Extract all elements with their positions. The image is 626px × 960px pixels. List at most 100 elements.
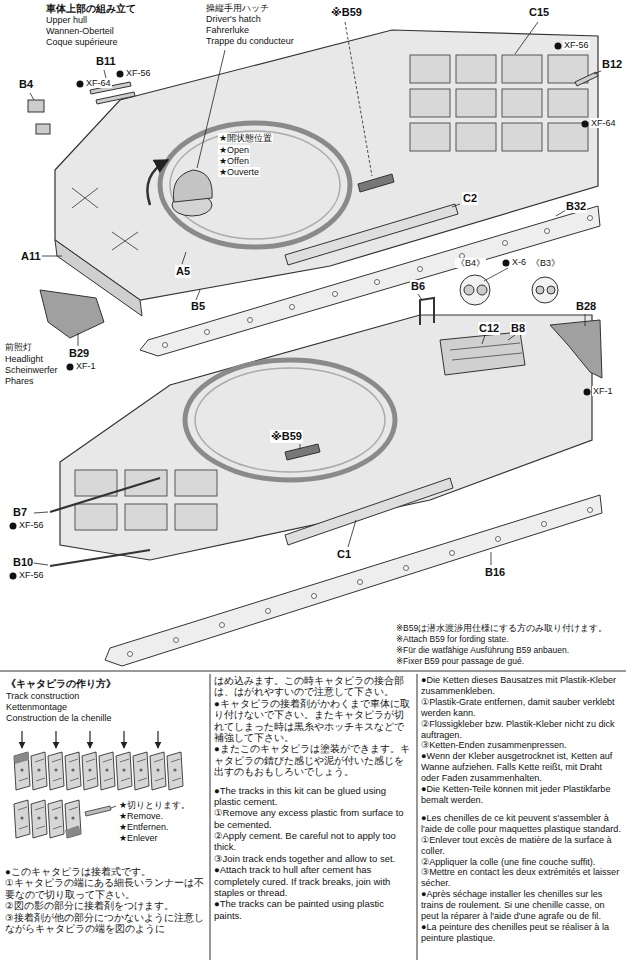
- gauge-detail: [460, 275, 490, 305]
- part-number: B28: [575, 300, 597, 313]
- gauge-detail: [464, 285, 474, 295]
- lower-hull: [175, 504, 217, 530]
- paint-dot: [77, 81, 84, 88]
- upper-hull: [160, 123, 350, 247]
- label-text: ※Attach B59 for fording state.: [395, 635, 510, 645]
- instruction-text: ●Les chenilles de ce kit peuvent s'assem…: [421, 813, 622, 835]
- upper-hull: [358, 174, 394, 192]
- label-text: Wannen-Oberteil: [45, 26, 115, 36]
- separator: [417, 674, 418, 960]
- upper-hull: [375, 280, 380, 285]
- upper-hull: [545, 229, 550, 234]
- lower-hull: [128, 508, 593, 657]
- lower-hull: [450, 551, 455, 556]
- track-illustration: [14, 752, 29, 764]
- lower-hull: [266, 609, 271, 614]
- track-illustration: [48, 752, 64, 790]
- headlight-guard: [550, 320, 602, 378]
- paint-dot: [555, 43, 562, 50]
- paint-code: XF-56: [125, 68, 152, 78]
- upper-hull: [456, 55, 496, 83]
- leader-line: [34, 563, 48, 565]
- upper-hull: [28, 100, 44, 112]
- track-illustration: [55, 731, 56, 748]
- lower-hull: [588, 508, 593, 513]
- paint-code: XF-64: [85, 78, 112, 88]
- lower-hull: [50, 478, 160, 512]
- leader-line: [78, 333, 79, 346]
- gauge-detail: [536, 286, 544, 294]
- paint-dot: [584, 389, 591, 396]
- upper-hull: [503, 241, 508, 246]
- instruction-text: ●Après séchage installer les chenilles s…: [421, 889, 622, 922]
- upper-hull: [170, 131, 340, 239]
- label-text: Coque supérieure: [45, 37, 119, 47]
- gauge-detail: [477, 285, 487, 295]
- track-illustration: [111, 806, 116, 808]
- label-text: ★Open: [218, 145, 250, 155]
- upper-hull: [163, 343, 168, 348]
- upper-hull: [96, 92, 135, 104]
- lower-hull: [75, 504, 117, 530]
- label-text: Track construction: [5, 691, 80, 701]
- upper-hull: [410, 55, 450, 83]
- lower-hull: [312, 594, 317, 599]
- instruction-text: ②Flüssigkleber bzw. Plastik-Kleber nicht…: [421, 719, 622, 741]
- separator: [0, 671, 626, 960]
- upper-hull: [147, 160, 168, 205]
- track-illustration: [48, 800, 64, 838]
- lower-hull: [185, 360, 395, 480]
- upper-hull: [502, 123, 542, 151]
- lower-hull: [75, 470, 217, 530]
- lower-hull: [285, 478, 453, 545]
- upper-hull: [410, 55, 588, 151]
- track-illustration: [21, 731, 22, 748]
- part-number: A5: [175, 265, 191, 278]
- part-number: B29: [68, 347, 90, 360]
- upper-hull: [112, 232, 138, 250]
- lower-hull: [358, 580, 363, 585]
- upper-hull: [418, 267, 423, 272]
- lower-hull: [174, 638, 179, 643]
- track-illustration: [14, 800, 30, 838]
- instruction-text: ●Die Ketten dieses Bausatzes mit Plastik…: [421, 675, 622, 697]
- label-text: ※Fixer B59 pour passage de gué.: [395, 657, 525, 667]
- instruction-text: ●La peinture des chenilles peut se réali…: [421, 922, 622, 944]
- lower-hull: [542, 522, 547, 527]
- upper-hull: [548, 89, 588, 117]
- upper-hull: [72, 188, 98, 208]
- lower-hull: [125, 504, 167, 530]
- leader-line: [30, 93, 34, 100]
- leader-line: [508, 335, 515, 340]
- label-text: 操縦手用ハッチ: [205, 3, 270, 13]
- lower-hull: [50, 298, 602, 666]
- leader-line: [30, 22, 603, 565]
- label-text: Phares: [4, 376, 35, 386]
- title: 車体上部の組み立て: [45, 3, 137, 15]
- part-number: A11: [20, 250, 42, 263]
- paint-dot: [10, 43, 591, 580]
- lower-hull: [450, 343, 520, 350]
- upper-hull: [548, 123, 588, 151]
- instruction-text: はめ込みます。この時キャタピラの接合部は、はがれやすいので注意して下さい。: [214, 675, 413, 698]
- upper-hull: [588, 216, 593, 221]
- paint-code: X-6: [511, 257, 527, 267]
- part-number: B11: [95, 55, 117, 68]
- track-illustration: [85, 806, 111, 816]
- instruction-text: ●Die Ketten-Teile können mit jeder Plast…: [421, 784, 622, 806]
- part-number: B32: [565, 200, 587, 213]
- label-text: ★Enlever: [118, 833, 159, 843]
- paint-code: XF-64: [590, 118, 617, 128]
- lower-hull: [496, 537, 501, 542]
- upper-hull: [502, 55, 542, 83]
- track-illustration: [99, 752, 115, 790]
- instruction-text: ①Plastik-Grate entfernen, damit sauber v…: [421, 697, 622, 719]
- leader-line: [300, 444, 301, 449]
- track-illustration: [123, 731, 124, 748]
- instruction-text: ●Attach track to hull after cement has c…: [214, 864, 413, 898]
- track-illustration: [65, 752, 81, 790]
- gauge-detail: [532, 277, 558, 303]
- leader-line: [182, 252, 186, 264]
- label-text: ★開状態位置: [218, 133, 273, 143]
